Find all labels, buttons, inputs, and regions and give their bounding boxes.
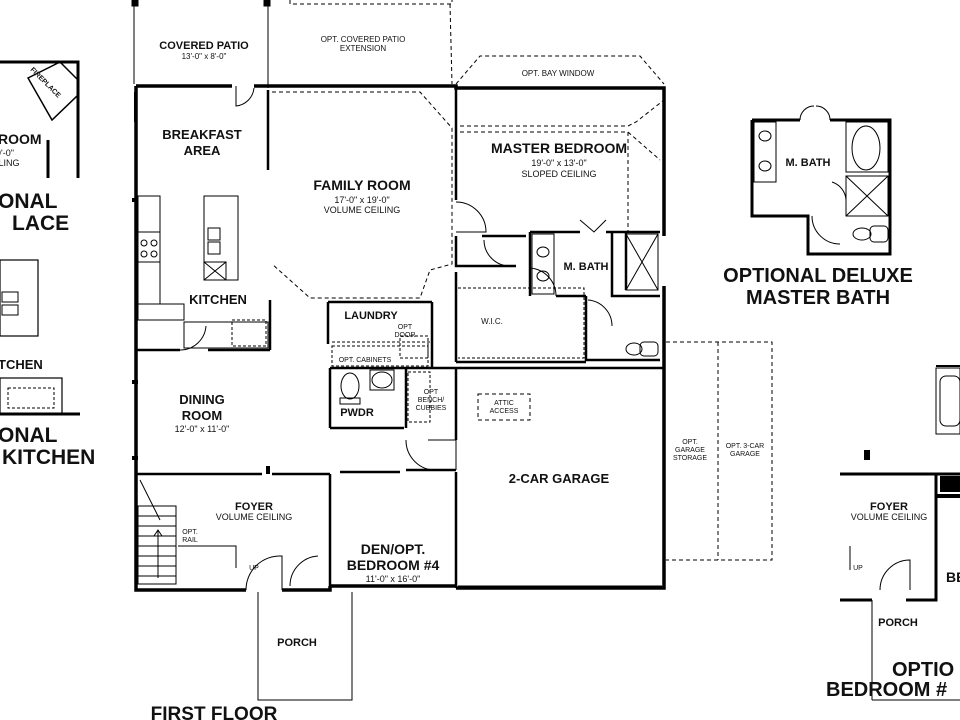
opt-garage-storage-line1: OPT. xyxy=(682,439,698,446)
opt-cabinets-label: OPT. CABINETS xyxy=(339,357,392,364)
foyer-label: FOYER xyxy=(235,501,273,513)
kitchen-fixtures xyxy=(137,195,269,349)
left-kitchen-fragment: TCHEN xyxy=(0,357,43,372)
attic-access-line2: ACCESS xyxy=(490,408,519,415)
master-bedroom-note: SLOPED CEILING xyxy=(521,169,596,179)
m-bath-label: M. BATH xyxy=(563,261,608,273)
opt-garage-storage-line3: STORAGE xyxy=(673,455,707,462)
dining-room-line2: ROOM xyxy=(182,408,222,423)
opt-door-line2: DOOR xyxy=(395,332,416,339)
right-up-label: UP xyxy=(853,565,863,572)
deluxe-master-bath-drawing xyxy=(750,105,892,256)
master-bath-fixtures xyxy=(531,233,659,357)
covered-patio xyxy=(131,0,271,88)
first-floor-title: FIRST FLOOR xyxy=(151,704,278,720)
left-optional-kitchen-line1: ONAL xyxy=(0,424,58,447)
opt-door-line1: OPT xyxy=(398,324,413,331)
laundry-fixtures xyxy=(331,335,430,367)
left-room-label: ROOM xyxy=(0,131,42,147)
opt-bench-line2: BENCH/ xyxy=(418,397,445,404)
opt-deluxe-bath-title-line2: MASTER BATH xyxy=(746,287,890,309)
opt-bay-window xyxy=(455,55,665,127)
right-inset-optional-bedroom xyxy=(840,365,960,701)
master-bedroom-dims: 19'-0" x 13'-0" xyxy=(531,158,586,168)
right-optional-bedroom-line2: BEDROOM # xyxy=(826,679,947,701)
covered-patio-dims: 13'-0" x 8'-0" xyxy=(182,52,227,61)
breakfast-area-line1: BREAKFAST xyxy=(162,127,242,142)
wic-label: W.I.C. xyxy=(481,317,503,326)
opt-3car-line1: OPT. 3-CAR xyxy=(726,443,765,450)
left-optional-fireplace-line2: LACE xyxy=(12,212,69,235)
laundry-label: LAUNDRY xyxy=(344,310,398,322)
left-inset-optional-fireplace xyxy=(0,60,80,178)
dining-room-dims: 12'-0" x 11'-0" xyxy=(175,424,230,434)
left-optional-fireplace-line1: ONAL xyxy=(0,190,58,213)
kitchen-label: KITCHEN xyxy=(189,292,247,307)
opt-garage-outlines xyxy=(666,341,773,561)
dining-room-line1: DINING xyxy=(179,392,225,407)
covered-patio-label: COVERED PATIO xyxy=(159,40,249,52)
master-bedroom-sloped-outline xyxy=(460,131,661,232)
opt-bay-window-label: OPT. BAY WINDOW xyxy=(522,69,595,78)
breakfast-area-line2: AREA xyxy=(184,143,221,158)
left-room-note: ILING xyxy=(0,158,20,168)
main-interior-walls xyxy=(136,88,664,588)
left-room-dims: 9'-0" xyxy=(0,148,14,158)
left-fireplace-label: FIREPLACE xyxy=(29,66,62,99)
left-inset-optional-kitchen xyxy=(0,259,80,416)
foyer-note: VOLUME CEILING xyxy=(216,512,293,522)
opt-patio-ext-line1: OPT. COVERED PATIO xyxy=(321,35,406,44)
porch-outline xyxy=(257,592,353,701)
wall-markers xyxy=(132,92,270,474)
opt-rail-line1: OPT. xyxy=(182,529,198,536)
deluxe-m-bath-label: M. BATH xyxy=(785,157,830,169)
opt-3car-line2: GARAGE xyxy=(730,451,760,458)
family-room-volume-outline xyxy=(271,91,453,299)
opt-garage-storage-line2: GARAGE xyxy=(675,447,705,454)
opt-bench-line3: CUBBIES xyxy=(416,405,447,412)
right-foyer-note: VOLUME CEILING xyxy=(851,512,928,522)
opt-bench-line1: OPT xyxy=(424,389,439,396)
garage-label: 2-CAR GARAGE xyxy=(509,471,610,486)
right-porch-label: PORCH xyxy=(878,617,918,629)
opt-covered-patio-extension xyxy=(289,0,453,85)
den-line1: DEN/OPT. xyxy=(361,541,426,557)
opt-patio-ext-line2: EXTENSION xyxy=(340,44,386,53)
pwdr-label: PWDR xyxy=(340,407,374,419)
wic-outline xyxy=(458,287,585,359)
right-optional-bedroom-line1: OPTIO xyxy=(892,659,954,681)
porch-label: PORCH xyxy=(277,637,317,649)
family-room-label: FAMILY ROOM xyxy=(313,177,410,193)
opt-rail-line2: RAIL xyxy=(182,537,198,544)
right-foyer-label: FOYER xyxy=(870,501,908,513)
den-line2: BEDROOM #4 xyxy=(347,557,440,573)
right-bedroom-fragment: BE xyxy=(946,569,960,585)
attic-access-outline xyxy=(477,393,531,421)
opt-deluxe-bath-title-line1: OPTIONAL DELUXE xyxy=(723,265,913,287)
den-dims: 11'-0" x 16'-0" xyxy=(366,574,421,584)
family-room-dims: 17'-0" x 19'-0" xyxy=(334,195,389,205)
powder-room-fixtures xyxy=(339,369,431,423)
staircase xyxy=(137,505,237,585)
master-bedroom-label: MASTER BEDROOM xyxy=(491,140,627,156)
attic-access-line1: ATTIC xyxy=(494,400,514,407)
stairs-up-label: UP xyxy=(249,565,259,572)
left-optional-kitchen-line2: KITCHEN xyxy=(2,446,95,469)
family-room-note: VOLUME CEILING xyxy=(324,205,401,215)
